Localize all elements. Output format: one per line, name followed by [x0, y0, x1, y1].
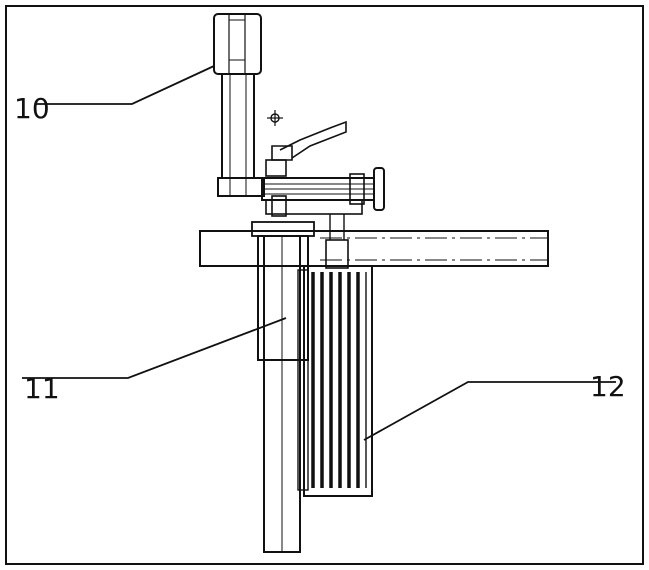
part-10-cylinder — [213, 13, 265, 197]
drawing-border — [5, 5, 644, 565]
leader-line-12 — [363, 381, 616, 441]
callout-12: 12 — [590, 370, 626, 403]
leader-line-10 — [36, 65, 215, 105]
part-11-vertical-post — [251, 221, 315, 553]
clamp-handle-assembly — [261, 110, 385, 269]
leader-line-11 — [22, 317, 287, 379]
part-12-ribbed-plate — [297, 265, 373, 497]
horizontal-beam — [199, 230, 549, 267]
callout-10: 10 — [14, 92, 50, 125]
callout-11: 11 — [24, 372, 60, 405]
